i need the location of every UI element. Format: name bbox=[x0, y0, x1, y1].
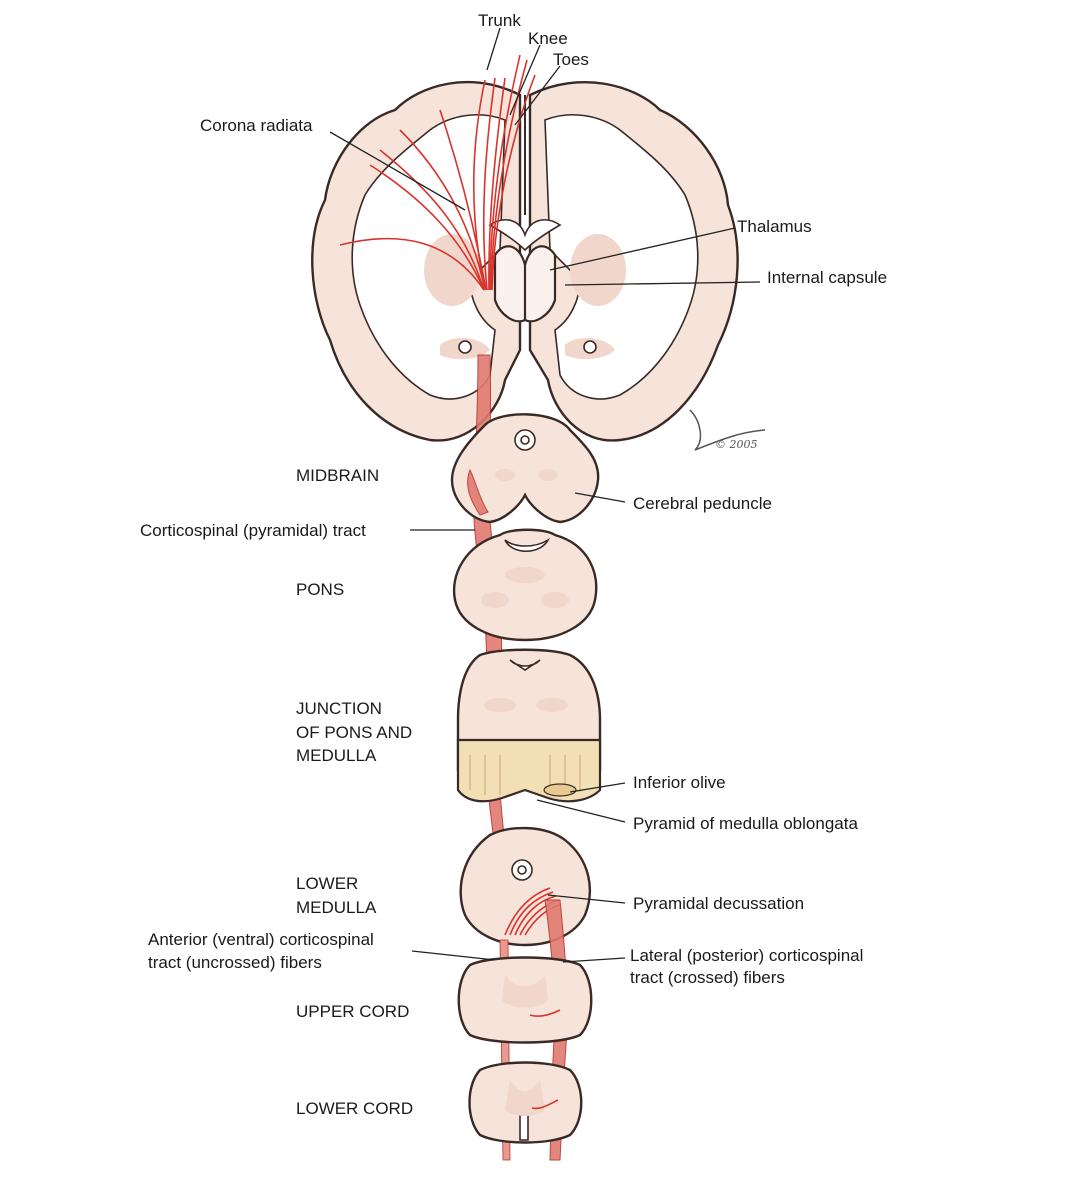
label-lateral-2: tract (crossed) fibers bbox=[630, 968, 785, 987]
midbrain-tract bbox=[467, 468, 489, 516]
junction-section bbox=[456, 648, 602, 803]
pyramid-striations bbox=[469, 755, 581, 795]
label-corticospinal-tract: Corticospinal (pyramidal) tract bbox=[140, 521, 366, 540]
label-anterior-2: tract (uncrossed) fibers bbox=[148, 953, 322, 972]
lower-medulla-outline bbox=[459, 826, 592, 947]
label-junction-2: OF PONS AND bbox=[296, 723, 412, 742]
cerebral-aqueduct-inner bbox=[520, 435, 530, 445]
signature-text: © 2005 bbox=[715, 438, 758, 451]
label-cerebral-peduncle: Cerebral peduncle bbox=[633, 494, 772, 513]
pontine-nuclei-left bbox=[481, 592, 509, 608]
fourth-ventricle-junction bbox=[509, 659, 541, 671]
midbrain-section bbox=[450, 413, 600, 524]
lower-cord-median-fissure bbox=[519, 1114, 529, 1141]
central-canal-medulla-inner bbox=[517, 865, 527, 875]
label-lower-medulla-2: MEDULLA bbox=[296, 898, 377, 917]
label-internal-capsule: Internal capsule bbox=[767, 268, 887, 287]
label-toes: Toes bbox=[553, 50, 589, 69]
left-hippocampus-curl bbox=[458, 340, 472, 354]
upper-cord-gray-matter bbox=[502, 975, 548, 1008]
label-inferior-olive: Inferior olive bbox=[633, 773, 726, 792]
label-junction-1: JUNCTION bbox=[296, 699, 382, 718]
label-anterior-1: Anterior (ventral) corticospinal bbox=[148, 930, 374, 949]
lateral-ventricles bbox=[488, 219, 562, 252]
label-thalamus: Thalamus bbox=[737, 217, 812, 236]
red-nucleus-right bbox=[538, 469, 558, 481]
label-lateral-1: Lateral (posterior) corticospinal bbox=[630, 946, 863, 965]
lower-cord-branch bbox=[531, 1099, 559, 1110]
label-corona-radiata: Corona radiata bbox=[200, 116, 313, 135]
label-lower-medulla-1: LOWER bbox=[296, 874, 358, 893]
junction-nucleus-right bbox=[536, 698, 568, 712]
leader-lines bbox=[329, 27, 761, 963]
midbrain-outline bbox=[450, 413, 600, 524]
right-lentiform-nucleus bbox=[570, 234, 626, 306]
pons-section bbox=[452, 528, 598, 642]
lower-cord-section bbox=[468, 1061, 583, 1144]
label-trunk: Trunk bbox=[478, 11, 521, 30]
pons-outline bbox=[452, 528, 598, 642]
left-lentiform-nucleus bbox=[424, 234, 480, 306]
label-junction-3: MEDULLA bbox=[296, 746, 377, 765]
label-pons: PONS bbox=[296, 580, 344, 599]
artist-signature: © 2005 bbox=[689, 409, 766, 451]
upper-cord-branch bbox=[529, 1009, 561, 1017]
label-lower-cord: LOWER CORD bbox=[296, 1099, 413, 1118]
inferior-olive-shape bbox=[543, 783, 577, 797]
upper-cord-section bbox=[457, 956, 593, 1044]
thalamus-shape bbox=[493, 245, 557, 323]
label-upper-cord: UPPER CORD bbox=[296, 1002, 409, 1021]
pyramid-medulla-block bbox=[456, 738, 602, 803]
brain-coronal-section bbox=[311, 80, 739, 442]
label-pyramid-medulla: Pyramid of medulla oblongata bbox=[633, 814, 858, 833]
red-nucleus-left bbox=[495, 469, 515, 481]
label-knee: Knee bbox=[528, 29, 568, 48]
fourth-ventricle-pons bbox=[504, 537, 551, 553]
labels: Trunk Knee Toes Corona radiata Thalamus … bbox=[140, 11, 887, 1118]
junction-nucleus-left bbox=[484, 698, 516, 712]
label-pyramidal-decussation: Pyramidal decussation bbox=[633, 894, 804, 913]
right-hippocampus-curl bbox=[583, 340, 597, 354]
lower-cord-gray-matter bbox=[505, 1080, 545, 1116]
corona-radiata-fibers bbox=[339, 54, 536, 291]
label-midbrain: MIDBRAIN bbox=[296, 466, 379, 485]
pontine-tegmentum bbox=[505, 567, 545, 583]
lower-medulla-section bbox=[459, 826, 592, 947]
pontine-nuclei-right bbox=[541, 592, 569, 608]
